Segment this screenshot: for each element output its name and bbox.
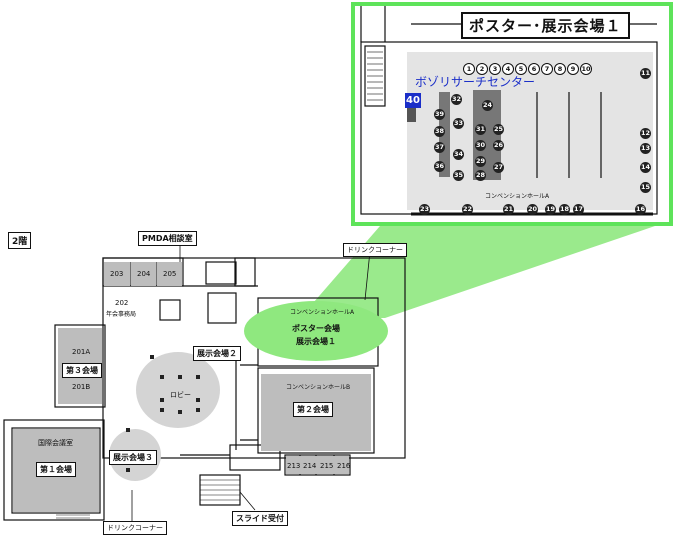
booth-33[interactable]: 33 [453,118,464,129]
booth-2[interactable]: 2 [476,63,488,75]
hall-1-label: 第１会場 [36,462,76,477]
booth-22[interactable]: 22 [462,204,473,215]
booth-18[interactable]: 18 [559,204,570,215]
zone-label: ボゾリサーチセンター [415,75,536,89]
room-203-label: 203 [110,270,124,278]
hall-2-label: 第２会場 [293,402,333,417]
booth-20[interactable]: 20 [527,204,538,215]
booth-16[interactable]: 16 [635,204,646,215]
exhibit-hall-2-label: 展示会場２ [193,346,241,361]
booth-29[interactable]: 29 [475,156,486,167]
drink-corner-bottom-label: ドリンクコーナー [103,521,167,535]
poster-hall-1-area [244,301,388,361]
hall-a-label: コンベンションホールA [290,309,355,316]
inset-connector [300,226,655,318]
booth-27[interactable]: 27 [493,162,504,173]
booth-34[interactable]: 34 [453,149,464,160]
booth-5[interactable]: 5 [515,63,527,75]
room-201a-label: 201A [72,348,91,356]
inset-title: ポスター･展示会場１ [461,12,630,39]
inset-hall-caption: コンベンションホールA [485,193,550,200]
room-215-label: 215 [320,462,334,470]
booth-31[interactable]: 31 [475,124,486,135]
booth-8[interactable]: 8 [554,63,566,75]
pmda-room-label: PMDA相談室 [138,231,197,246]
exhibit-hall-3-label: 展示会場３ [109,450,157,465]
room-204-label: 204 [137,270,151,278]
booth-37[interactable]: 37 [434,142,445,153]
room-202-sub-label: 年会事務局 [106,311,137,318]
booth-32[interactable]: 32 [451,94,462,105]
booth-9[interactable]: 9 [567,63,579,75]
room-214-label: 214 [303,462,317,470]
room-205-label: 205 [163,270,177,278]
booth-13[interactable]: 13 [640,143,651,154]
room-213-label: 213 [287,462,301,470]
lobby-label: ロビー [170,391,191,399]
booth-39[interactable]: 39 [434,109,445,120]
booth-25[interactable]: 25 [493,124,504,135]
booth-40[interactable]: 40 [405,93,421,108]
inset-plan [360,6,658,216]
booth-15[interactable]: 15 [640,182,651,193]
booth-7[interactable]: 7 [541,63,553,75]
room-201b-label: 201B [72,383,91,391]
drink-corner-top-label: ドリンクコーナー [343,243,407,257]
room-216-label: 216 [337,462,351,470]
booth-4[interactable]: 4 [502,63,514,75]
booth-6[interactable]: 6 [528,63,540,75]
booth-26[interactable]: 26 [493,140,504,151]
booth-10[interactable]: 10 [580,63,592,75]
booth-14[interactable]: 14 [640,162,651,173]
slide-reception-label: スライド受付 [232,511,288,526]
booth-24[interactable]: 24 [482,100,493,111]
booth-30[interactable]: 30 [475,140,486,151]
booth-23[interactable]: 23 [419,204,430,215]
hall-b-label: コンベンションホールB [286,384,351,391]
booth-19[interactable]: 19 [545,204,556,215]
floor-label: 2階 [8,232,32,249]
booth-38[interactable]: 38 [434,126,445,137]
exhibit-hall-1-label: 展示会場１ [296,337,336,346]
poster-hall-1-label: ポスター会場 [292,324,340,333]
booth-11[interactable]: 11 [640,68,651,79]
booth-1[interactable]: 1 [463,63,475,75]
booth-21[interactable]: 21 [503,204,514,215]
room-202-label: 202 [115,299,129,307]
hall-3-label: 第３会場 [62,363,102,378]
booth-28[interactable]: 28 [475,170,486,181]
intl-conf-room-label: 国際会議室 [38,439,73,447]
booth-36[interactable]: 36 [434,161,445,172]
booth-12[interactable]: 12 [640,128,651,139]
poster-hall-inset: ポスター･展示会場１ ボゾリサーチセンター 40 コンベンションホールA 1 2… [351,2,673,226]
booth-3[interactable]: 3 [489,63,501,75]
booth-35[interactable]: 35 [453,170,464,181]
booth-17[interactable]: 17 [573,204,584,215]
